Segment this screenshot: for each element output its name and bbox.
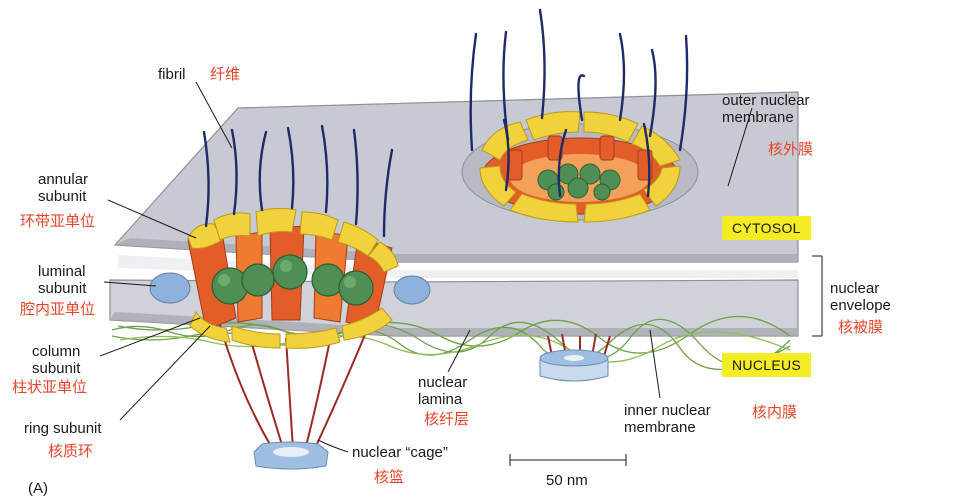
label-nuclear-envelope: nuclear envelope	[830, 280, 891, 314]
label-ring-subunit: ring subunit	[24, 420, 102, 437]
label-nuclear-cage-cn: 核篮	[374, 468, 405, 486]
cytoplasmic-fibrils-left	[202, 124, 394, 238]
label-inner-nuclear-membrane-cn: 核内膜	[752, 403, 798, 421]
label-column-subunit-cn: 柱状亚单位	[12, 378, 88, 396]
label-luminal-subunit: luminal subunit	[38, 263, 87, 297]
label-luminal-subunit-cn: 腔内亚单位	[20, 300, 96, 318]
label-annular-subunit-cn: 环带亚单位	[20, 212, 96, 230]
label-nuclear-lamina-cn: 核纤层	[424, 410, 470, 428]
label-outer-nuclear-membrane: outer nuclear membrane	[722, 92, 810, 126]
label-outer-nuclear-membrane-cn: 核外膜	[768, 140, 814, 158]
label-column-subunit: column subunit	[32, 343, 81, 377]
label-nuclear-cage: nuclear “cage”	[352, 444, 448, 461]
label-ring-subunit-cn: 核质环	[48, 442, 94, 460]
cytoplasmic-fibrils-right	[469, 8, 689, 198]
label-nuclear-lamina: nuclear lamina	[418, 374, 468, 408]
nuclear-pore-left	[149, 207, 431, 349]
label-nuclear-envelope-cn: 核被膜	[838, 318, 884, 336]
label-fibril: fibril	[158, 66, 186, 83]
nuclear-cage	[253, 441, 329, 470]
label-annular-subunit: annular subunit	[38, 171, 89, 205]
nuclear-pore-right	[461, 111, 699, 223]
label-inner-nuclear-membrane: inner nuclear membrane	[624, 402, 711, 436]
tag-cytosol: CYTOSOL	[722, 216, 811, 240]
nuclear-cage-right	[539, 349, 609, 382]
label-scale-bar: 50 nm	[546, 472, 588, 489]
label-fibril-cn: 纤维	[210, 65, 241, 83]
label-panel-a: (A)	[28, 480, 48, 497]
leader-lines	[99, 81, 823, 466]
tag-nucleus: NUCLEUS	[722, 353, 812, 377]
